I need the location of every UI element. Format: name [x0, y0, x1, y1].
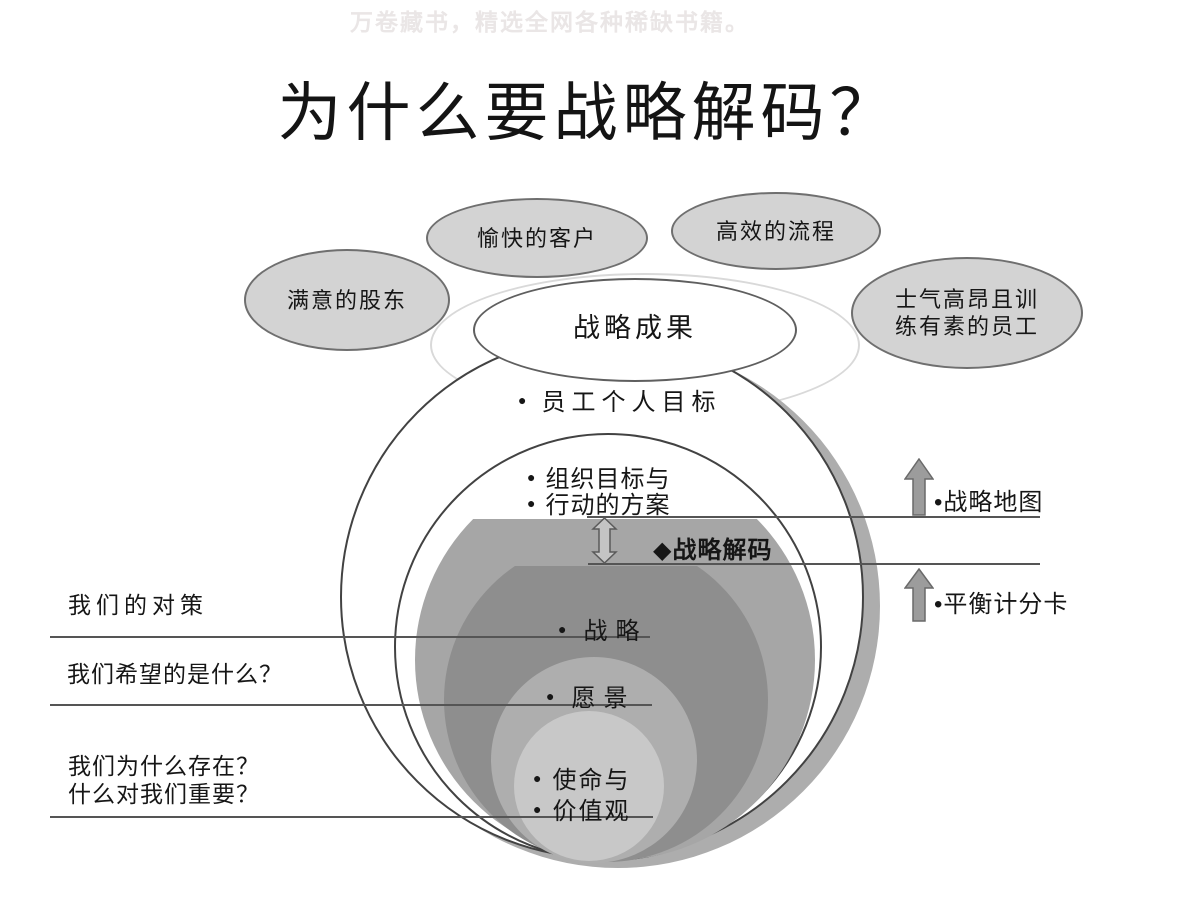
question-mission-line-1: 我们为什么存在？	[68, 753, 260, 779]
watermark-text: 万卷藏书，精选全网各种稀缺书籍。	[350, 9, 750, 35]
bubble-processes: 高效的流程	[671, 192, 881, 270]
balanced-scorecard-arrow-icon	[904, 568, 934, 622]
personal-goals-item: ● 员工个人目标	[518, 382, 721, 417]
balanced-scorecard-line	[588, 563, 1040, 565]
question-strategy: 我们的对策	[68, 592, 208, 618]
bullet-icon: ●	[533, 769, 544, 786]
decode-double-arrow-icon	[591, 517, 618, 564]
strategy-map-line	[587, 516, 1040, 518]
org-goals-item-1: ● 组织目标与	[527, 459, 670, 494]
mission-question-line	[50, 816, 653, 818]
org-goals-label-2: 行动的方案	[545, 492, 671, 519]
bubble-customers: 愉快的客户	[426, 198, 648, 278]
mission-circle	[514, 711, 664, 861]
vision-question-line	[50, 704, 652, 706]
question-mission: 我们为什么存在？ 什么对我们重要？	[68, 752, 260, 808]
org-goals-item-2: ● 行动的方案	[527, 485, 670, 520]
bubble-employees-label-1: 士气高昂且训	[894, 287, 1039, 312]
page-title: 为什么要战略解码？	[277, 78, 899, 149]
bubble-employees-label-2: 练有素的员工	[894, 314, 1039, 339]
question-vision: 我们希望的是什么？	[67, 661, 283, 687]
decode-label: ◆战略解码	[653, 537, 773, 564]
org-goals-label-1: 组织目标与	[545, 466, 671, 493]
mission-item-2: ● 价值观	[533, 791, 630, 826]
bullet-icon: ●	[527, 494, 537, 511]
vision-label: 愿景	[571, 685, 636, 712]
mission-label-2: 价值观	[552, 798, 631, 825]
strategic-outcomes-label: 战略成果	[573, 312, 697, 343]
bullet-icon: ●	[546, 687, 563, 704]
strategy-map-label: •战略地图	[934, 489, 1044, 516]
strategy-question-line	[50, 636, 650, 638]
strategic-outcomes-ellipse: 战略成果	[473, 278, 797, 382]
personal-goals-label: 员工个人目标	[541, 389, 722, 416]
bubble-processes-label: 高效的流程	[715, 218, 836, 244]
bullet-icon: ●	[533, 800, 544, 817]
bullet-icon: ●	[518, 391, 533, 408]
bubble-shareholders-label: 满意的股东	[286, 287, 407, 313]
strategy-item: ● 战略	[558, 611, 647, 646]
bullet-icon: ●	[558, 620, 575, 637]
mission-label-1: 使命与	[552, 767, 631, 794]
vision-item: ● 愿景	[546, 678, 635, 713]
bullet-icon: ●	[527, 468, 537, 485]
mission-item-1: ● 使命与	[533, 760, 630, 795]
bubble-customers-label: 愉快的客户	[476, 225, 597, 251]
question-mission-line-2: 什么对我们重要？	[68, 781, 260, 807]
bubble-employees: 士气高昂且训 练有素的员工	[851, 257, 1083, 369]
bubble-shareholders: 满意的股东	[244, 249, 450, 351]
strategy-map-arrow-icon	[904, 458, 934, 516]
strategy-label: 战略	[583, 618, 648, 645]
balanced-scorecard-label: •平衡计分卡	[934, 591, 1069, 618]
